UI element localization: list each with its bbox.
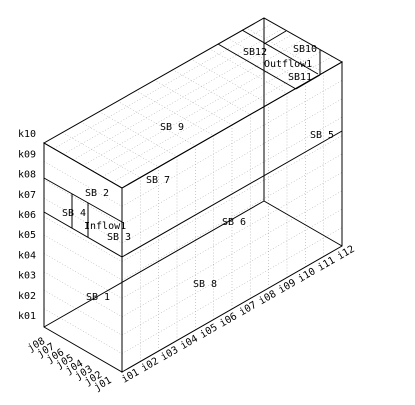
grid-line: [92, 44, 313, 172]
grid-line: [121, 80, 343, 207]
grid-line: [43, 308, 123, 354]
tick-label-i: i04: [179, 333, 200, 352]
label-outflow: Outflow1: [264, 59, 312, 70]
grid-line: [121, 98, 343, 226]
right-face: [121, 61, 343, 373]
tick-label-k: k06: [18, 210, 36, 221]
tick-label-k: k08: [18, 170, 36, 181]
label-sb1: SB 1: [86, 292, 110, 303]
tick-label-i: i01: [120, 367, 141, 386]
grid-line: [102, 50, 323, 177]
grid-line: [43, 253, 123, 299]
grid-line: [227, 37, 306, 84]
tick-label-i: i06: [218, 311, 239, 330]
tick-label-i: i09: [277, 277, 298, 296]
label-sb11: SB11: [288, 72, 312, 83]
label-sb2: SB 2: [85, 188, 109, 199]
grid-line: [43, 289, 123, 336]
tick-label-i: i11: [316, 255, 337, 274]
tick-label-i: i12: [336, 244, 357, 263]
grid-line: [62, 132, 141, 178]
label-sb4: SB 4: [62, 208, 86, 219]
grid-line: [63, 28, 284, 155]
label-sb6: SB 6: [222, 217, 246, 228]
label-sb8: SB 8: [193, 279, 217, 290]
grid-line: [43, 271, 123, 318]
grid-line: [121, 208, 343, 336]
grid-line: [43, 197, 123, 244]
grid-line: [121, 116, 343, 244]
top-divider-1: [217, 43, 297, 90]
tick-label-k: k03: [18, 271, 36, 282]
tick-label-k: k09: [18, 149, 36, 160]
grid-line: [245, 27, 324, 73]
top-divider-4: [263, 30, 287, 45]
top-divider-2: [241, 29, 319, 75]
tick-label-i: i05: [198, 322, 219, 341]
label-sb3: SB 3: [107, 232, 131, 243]
grid-line: [121, 190, 343, 318]
label-inflow: Inflow1: [84, 221, 126, 232]
grid-line: [43, 234, 123, 281]
grid-line: [135, 90, 214, 136]
divider-front: [43, 211, 123, 258]
tick-label-k: k07: [18, 190, 36, 201]
label-sb10: SB10: [293, 44, 317, 55]
grid-lines: [43, 22, 343, 362]
label-sb7: SB 7: [146, 175, 170, 186]
grid-line: [208, 48, 288, 94]
grid-line: [98, 111, 178, 157]
top-divider-5: [295, 74, 321, 90]
grid-line: [153, 79, 233, 126]
block-edges: [42, 17, 344, 373]
tick-label-i: i03: [159, 345, 180, 364]
grid-line: [121, 135, 343, 262]
back-bottom-edge: [43, 200, 265, 328]
grid-line: [121, 172, 343, 299]
label-sb9: SB 9: [160, 122, 184, 133]
k-axis-ticks: k01 k02 k03 k04 k05 k06 k07 k08 k09 k10: [18, 129, 36, 322]
tick-label-k: k05: [18, 230, 36, 241]
divider-right: [121, 130, 343, 258]
grid-line: [172, 69, 251, 115]
tick-label-i: i08: [257, 289, 278, 308]
grid-line: [121, 227, 343, 354]
grid-line: [117, 100, 196, 147]
tick-label-i: i07: [238, 300, 259, 319]
tick-label-k: k04: [18, 250, 36, 261]
tick-label-i: i02: [140, 356, 161, 375]
grid-line: [53, 22, 274, 149]
tick-label-k: k10: [18, 129, 36, 140]
grid-line: [43, 216, 123, 262]
label-sb5: SB 5: [310, 130, 334, 141]
tick-label-k: k01: [18, 311, 36, 322]
grid-line: [80, 121, 159, 168]
tick-label-k: k02: [18, 291, 36, 302]
back-right-bottom-edge: [263, 200, 343, 247]
tick-label-i: i10: [296, 266, 317, 285]
grid-line: [190, 58, 269, 105]
grid-line: [121, 153, 343, 281]
divider-upper-front: [43, 177, 123, 223]
grid-line: [43, 179, 123, 226]
label-sb12: SB12: [243, 47, 267, 58]
grid-line: [43, 161, 123, 207]
